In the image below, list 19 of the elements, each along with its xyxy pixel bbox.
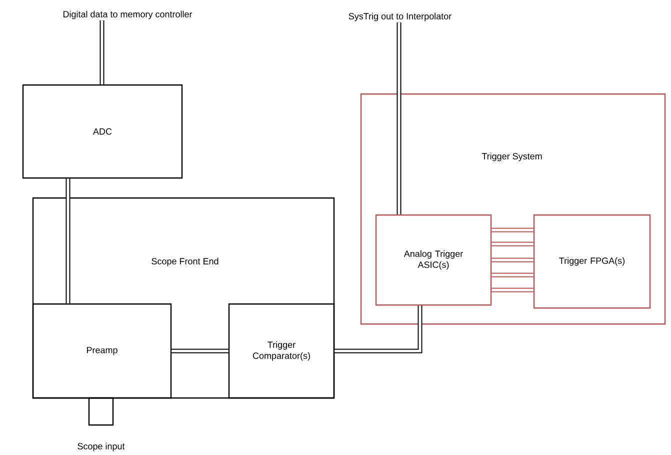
asic-box: Analog Trigger ASIC(s) xyxy=(375,214,492,306)
preamp-box: Preamp xyxy=(32,303,172,399)
comparator-box: Trigger Comparator(s) xyxy=(228,303,335,399)
connector xyxy=(66,178,70,304)
connector xyxy=(492,242,534,246)
connector xyxy=(492,258,534,262)
input-connector: Scope input xyxy=(78,397,125,452)
connector xyxy=(492,272,534,278)
output-label: SysTrig out to Interpolator xyxy=(348,12,452,22)
connector xyxy=(334,306,422,354)
output-label: Digital data to memory controller xyxy=(63,10,192,20)
connector xyxy=(396,22,402,214)
connector xyxy=(492,228,534,232)
node-label: Scope input xyxy=(78,442,125,452)
adc-box: ADC xyxy=(22,84,183,179)
connector xyxy=(492,288,534,292)
connector xyxy=(172,348,228,354)
fpga-box: Trigger FPGA(s) xyxy=(533,214,651,309)
connector xyxy=(100,20,104,84)
